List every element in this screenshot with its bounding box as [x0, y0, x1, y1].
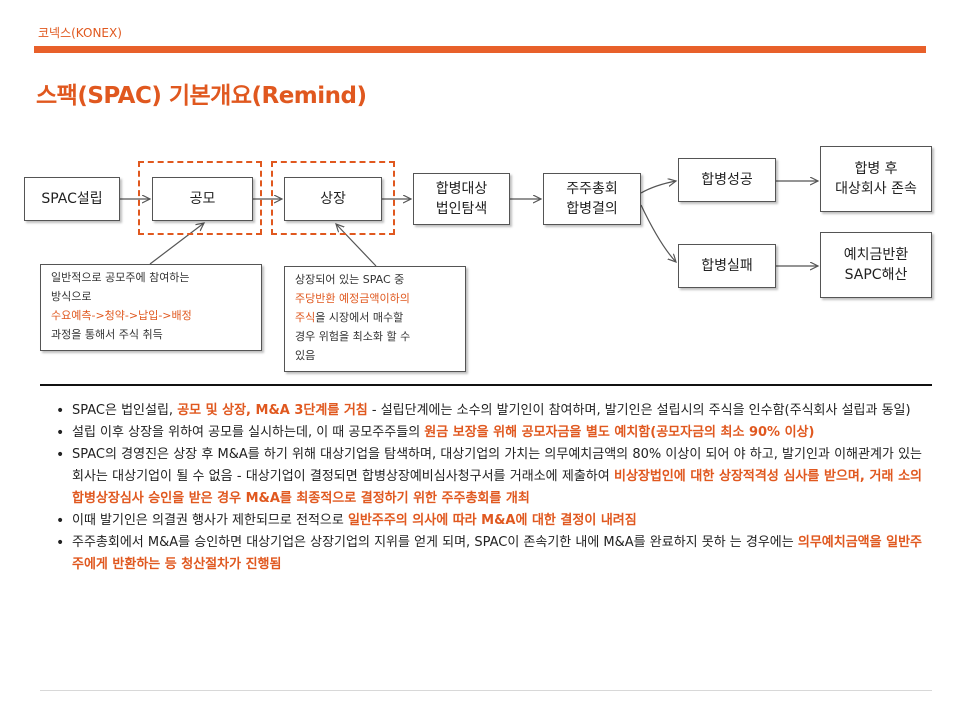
- after-success-line2: 대상회사 존속: [835, 181, 917, 197]
- listing-box: 상장: [284, 177, 382, 221]
- bullet-text: SPAC은 법인설립,: [72, 403, 178, 418]
- listing-note-line2: 주당반환 예정금액이하의: [295, 292, 410, 305]
- listing-note-line3: 주식을 시장에서 매수할: [295, 308, 455, 327]
- bullet-highlight: 일반주주의 의사에 따라 M&A에 대한 결정이 내려짐: [347, 513, 637, 528]
- bullet-text-tail: - 설립단계에는 소수의 발기인이 참여하며, 발기인은 설립시의 주식을 인수…: [367, 403, 911, 418]
- bullet-item: SPAC의 경영진은 상장 후 M&A를 하기 위해 대상기업을 탐색하며, 대…: [56, 444, 922, 510]
- shareholder-meeting-box: 주주총회 합병결의: [543, 173, 641, 225]
- footer-divider: [40, 690, 932, 691]
- ipo-note: 일반적으로 공모주에 참여하는 방식으로 수요예측->청약->납입->배정 과정…: [40, 264, 262, 351]
- bullet-item: 설립 이후 상장을 위하여 공모를 실시하는데, 이 때 공모주주들의 원금 보…: [56, 422, 922, 444]
- ipo-label: 공모: [189, 190, 216, 207]
- ipo-note-line1: 일반적으로 공모주에 참여하는: [51, 271, 190, 284]
- target-search-box: 합병대상 법인탐색: [413, 173, 510, 225]
- breadcrumb: 코넥스(KONEX): [38, 26, 122, 40]
- bullet-highlight: 의무예치금액을 일반주주에게 반환하는 등 청산절차가 진행됨: [72, 535, 923, 572]
- after-fail-line2: SAPC해산: [844, 267, 908, 283]
- after-fail-box: 예치금반환 SAPC해산: [820, 232, 932, 298]
- after-success-box: 합병 후 대상회사 존속: [820, 146, 932, 212]
- ipo-note-line4: 과정을 통해서 주식 취득: [51, 328, 163, 341]
- bullet-highlight: 공모 및 상장, M&A 3단계를 거침: [177, 403, 368, 418]
- merge-success-label: 합병성공: [701, 171, 753, 188]
- bullet-list: SPAC은 법인설립, 공모 및 상장, M&A 3단계를 거침 - 설립단계에…: [56, 400, 922, 576]
- bullet-item: 이때 발기인은 의결권 행사가 제한되므로 전적으로 일반주주의 의사에 따라 …: [56, 510, 922, 532]
- header-bar: [34, 46, 926, 53]
- bullet-highlight: 원금 보장을 위해 공모자금을 별도 예치함(공모자금의 최소 90% 이상): [424, 425, 815, 440]
- listing-note: 상장되어 있는 SPAC 중 주당반환 예정금액이하의 주식을 시장에서 매수할…: [284, 266, 466, 372]
- bullet-item: 주주총회에서 M&A를 승인하면 대상기업은 상장기업의 지위를 얻게 되며, …: [56, 532, 922, 576]
- target-search-line2: 법인탐색: [435, 201, 488, 217]
- meeting-line1: 주주총회: [566, 180, 618, 197]
- bullet-text: 이때 발기인은 의결권 행사가 제한되므로 전적으로: [72, 513, 348, 528]
- bullet-text: 설립 이후 상장을 위하여 공모를 실시하는데, 이 때 공모주주들의: [72, 425, 425, 440]
- pointer-listing-note: [336, 224, 377, 267]
- ipo-highlight: [138, 161, 262, 235]
- arrow-meeting-fail: [640, 204, 676, 262]
- listing-note-line3-highlight: 주식: [295, 311, 316, 324]
- bullet-item: SPAC은 법인설립, 공모 및 상장, M&A 3단계를 거침 - 설립단계에…: [56, 400, 922, 422]
- listing-note-line4: 경우 위험을 최소화 할 수: [295, 330, 411, 343]
- ipo-box: 공모: [152, 177, 253, 221]
- pointer-ipo-note: [149, 223, 204, 265]
- listing-note-line1: 상장되어 있는 SPAC 중: [295, 273, 405, 286]
- target-search-line1: 합병대상: [435, 180, 488, 197]
- after-success-line1: 합병 후: [854, 160, 898, 177]
- listing-note-line5: 있음: [295, 349, 316, 362]
- merge-fail-label: 합병실패: [701, 257, 753, 274]
- merge-fail-box: 합병실패: [678, 244, 776, 288]
- listing-note-line3-rest: 을 시장에서 매수할: [315, 311, 404, 324]
- arrow-meeting-success: [640, 181, 676, 194]
- ipo-note-line2: 방식으로: [51, 290, 92, 303]
- listing-highlight: [271, 161, 395, 235]
- spac-setup-box: SPAC설립: [24, 177, 120, 221]
- listing-label: 상장: [320, 190, 346, 207]
- section-divider: [40, 384, 932, 386]
- bullet-text: SPAC의 경영진은 상장 후 M&A를 하기 위해 대상기업을 탐색하며, 대…: [72, 447, 922, 484]
- merge-success-box: 합병성공: [678, 158, 776, 202]
- bullet-text: 주주총회에서 M&A를 승인하면 대상기업은 상장기업의 지위를 얻게 되며, …: [72, 535, 798, 550]
- ipo-note-line3: 수요예측->청약->납입->배정: [51, 309, 192, 322]
- meeting-line2: 합병결의: [566, 201, 618, 217]
- spac-setup-label: SPAC설립: [41, 190, 103, 207]
- after-fail-line1: 예치금반환: [843, 246, 909, 263]
- bullet-highlight: 비상장법인에 대한 상장적격성 심사를 받으며, 거래 소의 합병상장심사 승인…: [72, 469, 922, 506]
- page-title: 스팩(SPAC) 기본개요(Remind): [36, 83, 367, 109]
